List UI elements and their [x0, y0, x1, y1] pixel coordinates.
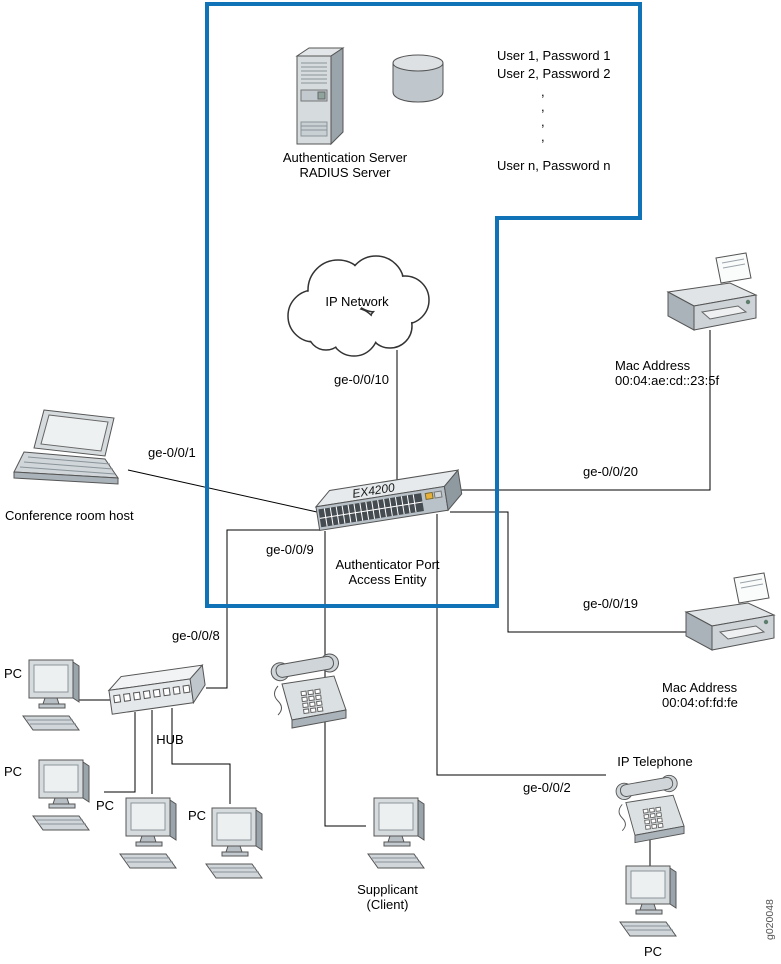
credential-ellipsis: ,	[541, 114, 545, 129]
port-label-phone: ge-0/0/9	[266, 542, 314, 557]
printer-mid-icon	[684, 572, 776, 651]
ip-network-cloud-icon	[287, 255, 430, 357]
figure-id: g020048	[764, 899, 776, 940]
ip-phone-pc-icon	[619, 865, 677, 937]
auth-server-label: Authentication Server RADIUS Server	[235, 150, 455, 180]
credential-line: User 1, Password 1	[497, 48, 611, 63]
port-label-printer-top: ge-0/0/20	[583, 464, 638, 479]
pc3-icon	[119, 797, 177, 869]
switch-icon: EX4200	[314, 468, 463, 532]
auth-server-line2: RADIUS Server	[299, 165, 391, 180]
link-hub-pc4	[171, 708, 231, 804]
supplicant-line2: (Client)	[366, 897, 409, 912]
phone-icon	[270, 653, 347, 729]
ip-phone-pc-label: PC	[643, 944, 663, 959]
ip-network-label: IP Network	[325, 294, 389, 309]
printer-top-mac-title: Mac Address	[615, 358, 691, 373]
printer-mid-label: Mac Address 00:04:of:fd:fe	[662, 680, 738, 710]
link-conference	[127, 469, 318, 513]
conference-host-label: Conference room host	[5, 508, 134, 523]
link-ip-phone	[436, 514, 606, 776]
port-label-hub: ge-0/0/8	[172, 628, 220, 643]
dot1x-boundary	[205, 2, 642, 608]
pc2-label: PC	[4, 764, 23, 779]
credentials-list: User 1, Password 1 User 2, Password 2 , …	[497, 48, 610, 176]
credential-ellipsis: ,	[541, 129, 545, 144]
printer-mid-mac-value: 00:04:of:fd:fe	[662, 695, 738, 710]
user-database-icon	[392, 54, 444, 103]
black-links	[76, 330, 711, 872]
ip-phone-icon	[615, 774, 685, 844]
link-printer-mid	[450, 511, 686, 633]
switch-role-label: Authenticator Port Access Entity	[295, 557, 480, 587]
credential-ellipsis: ,	[541, 99, 545, 114]
pc1-label: PC	[4, 666, 23, 681]
radius-server-icon	[295, 47, 345, 146]
link-hub-pc2	[104, 712, 136, 793]
supplicant-label: Supplicant (Client)	[335, 882, 440, 912]
pc1-icon	[22, 659, 80, 731]
supplicant-line1: Supplicant	[357, 882, 418, 897]
pc3-label: PC	[96, 798, 115, 813]
link-printer-top	[450, 330, 711, 491]
port-label-ip-phone: ge-0/0/2	[523, 780, 571, 795]
credential-line: User n, Password n	[497, 158, 611, 173]
switch-model-label: EX4200	[351, 480, 396, 501]
port-label-conference: ge-0/0/1	[148, 445, 196, 460]
hub-icon	[107, 663, 206, 715]
pc4-icon	[205, 807, 263, 879]
switch-role-line1: Authenticator Port	[335, 557, 440, 572]
switch-role-line2: Access Entity	[348, 572, 427, 587]
auth-server-line1: Authentication Server	[282, 150, 408, 165]
printer-mid-mac-title: Mac Address	[662, 680, 738, 695]
link-phone-supplicant	[324, 531, 366, 827]
printer-top-icon	[666, 252, 758, 331]
hub-label: HUB	[156, 732, 184, 747]
pc4-label: PC	[188, 808, 207, 823]
supplicant-pc-icon	[367, 797, 425, 869]
credential-ellipsis: ,	[541, 84, 545, 99]
link-hub	[206, 529, 320, 689]
credential-line: User 2, Password 2	[497, 66, 611, 81]
laptop-icon	[13, 409, 119, 485]
printer-top-mac-value: 00:04:ae:cd::23:5f	[615, 373, 720, 388]
port-label-uplink: ge-0/0/10	[334, 372, 389, 387]
ip-phone-label: IP Telephone	[617, 754, 693, 769]
printer-top-label: Mac Address 00:04:ae:cd::23:5f	[615, 358, 719, 388]
port-label-printer-mid: ge-0/0/19	[583, 596, 638, 611]
pc2-icon	[32, 759, 90, 831]
